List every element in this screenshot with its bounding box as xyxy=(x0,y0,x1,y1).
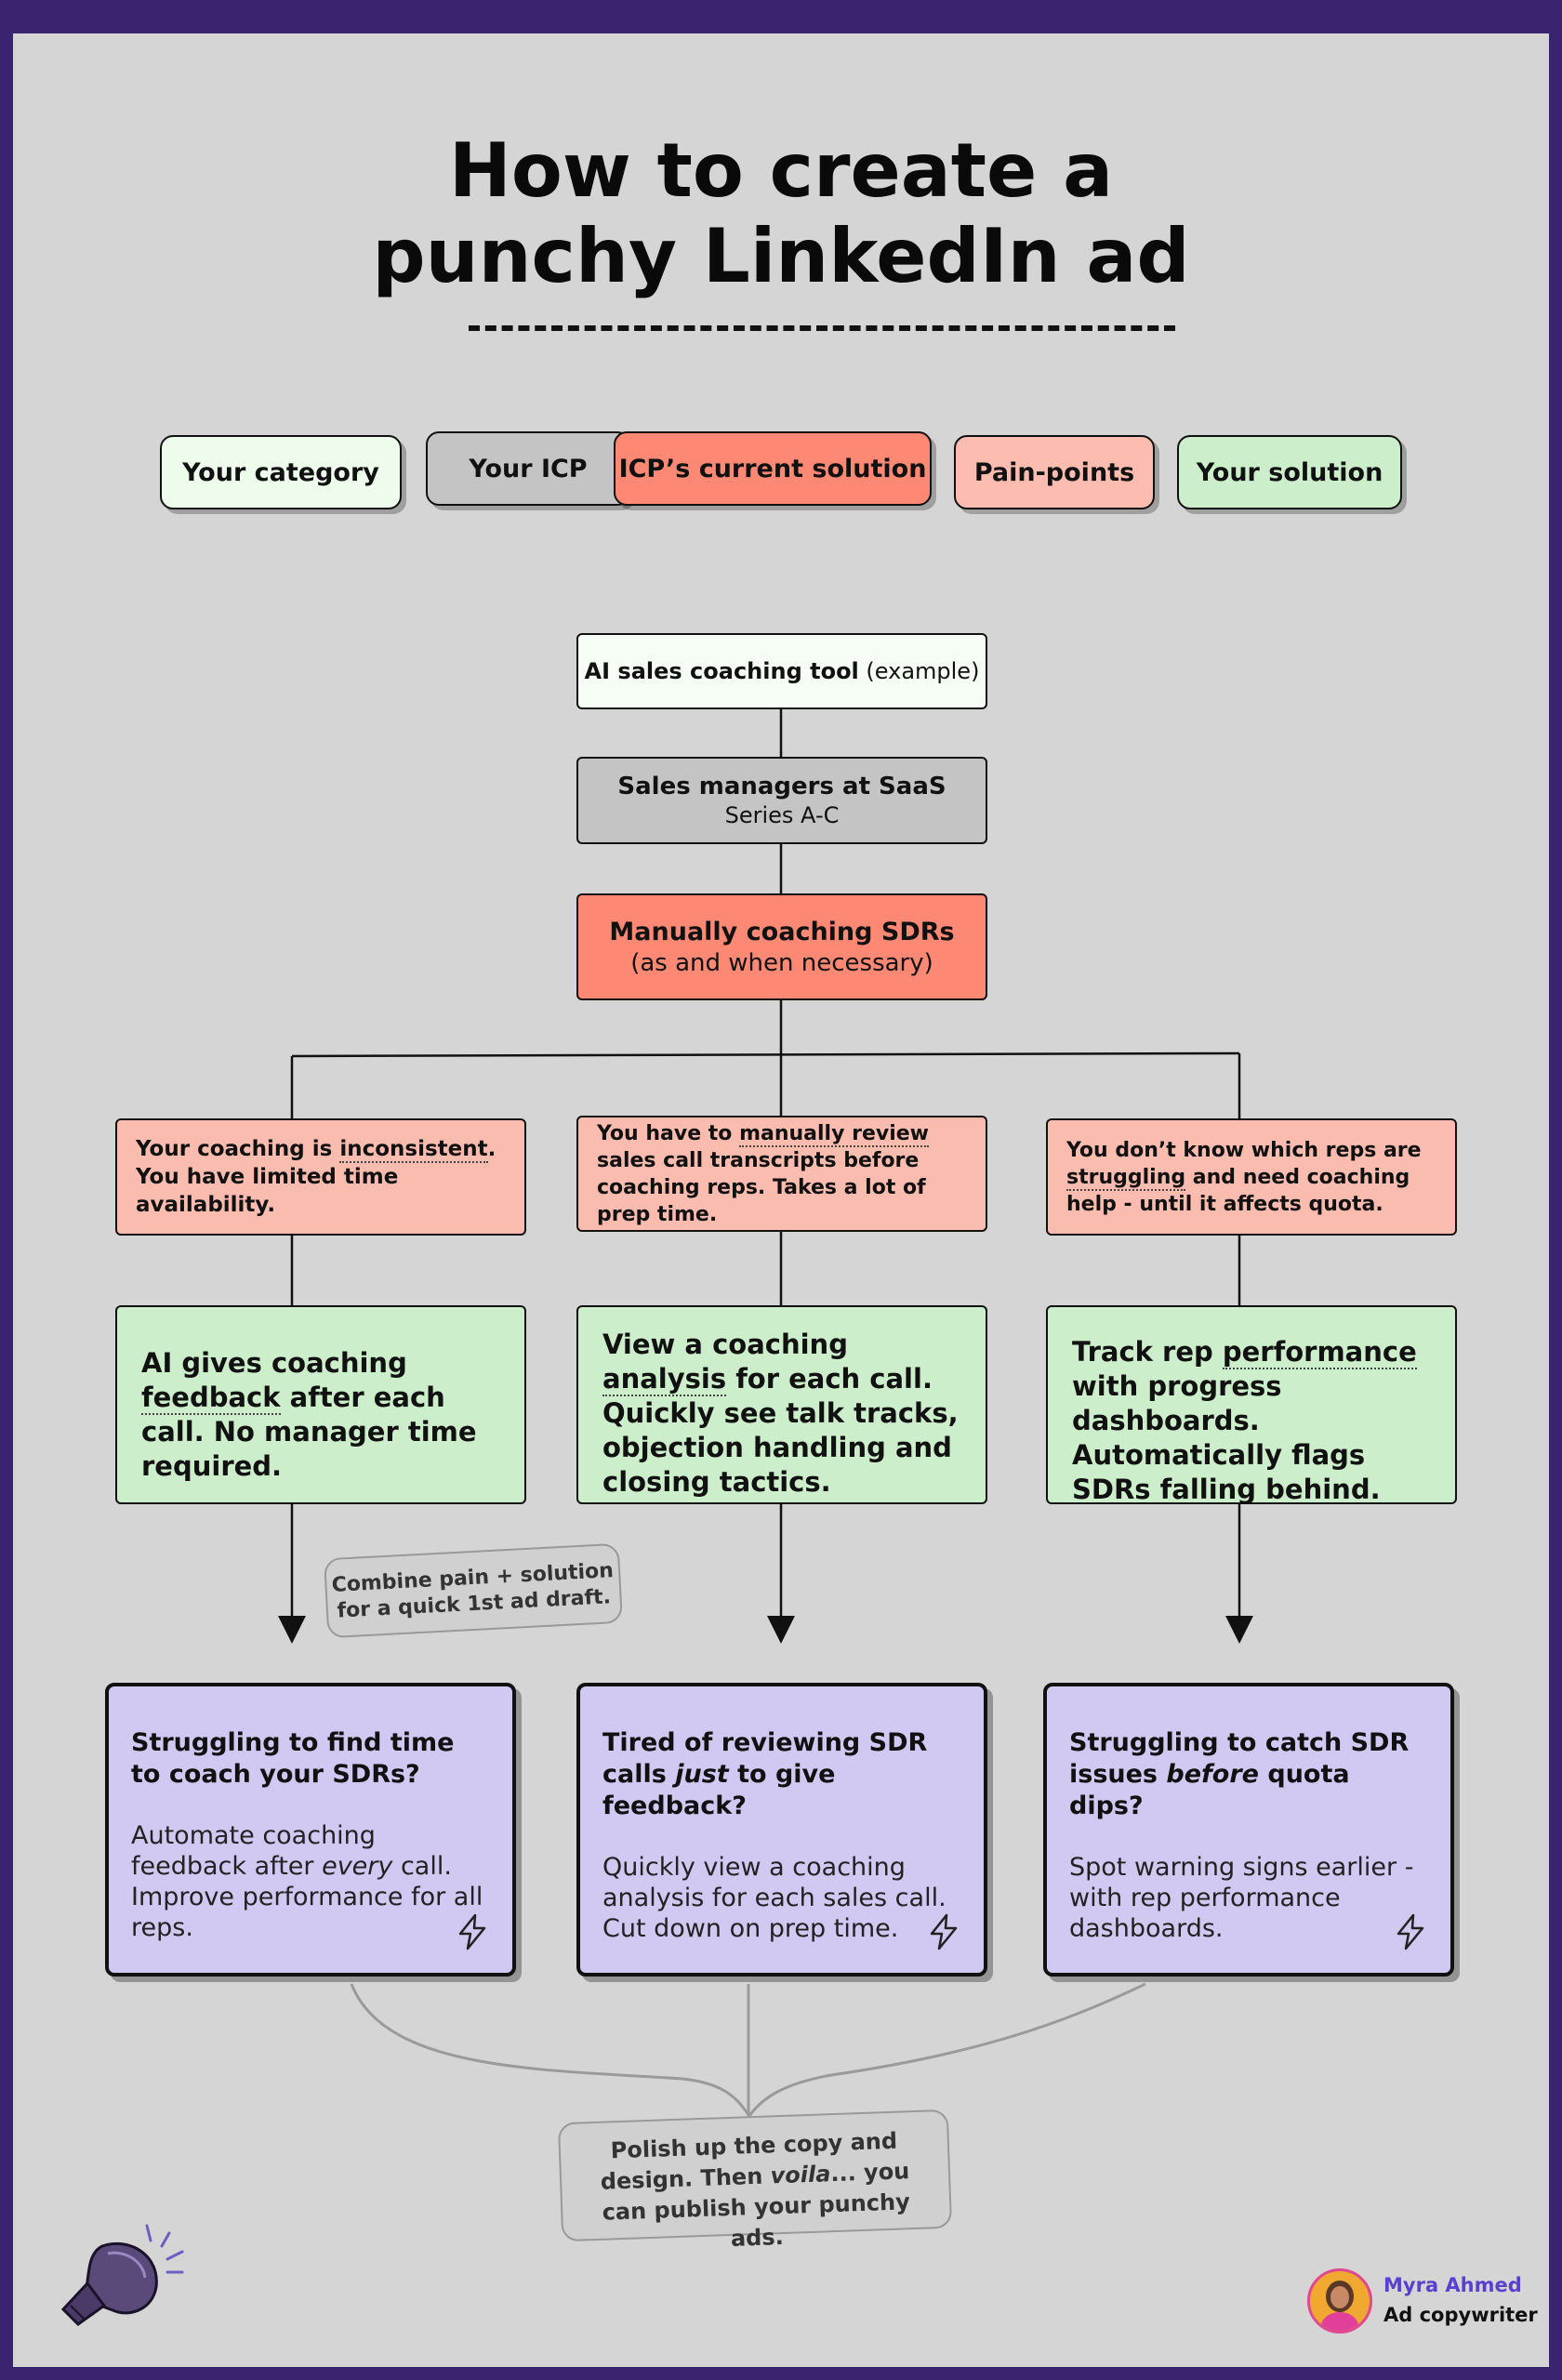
author-name: Myra Ahmed xyxy=(1383,2274,1522,2296)
legend-icp: Your ICP xyxy=(426,431,630,506)
connector-lines xyxy=(278,709,1253,2117)
lightning-bolt-icon xyxy=(930,1913,958,1950)
legend-category: Your category xyxy=(160,435,402,509)
ad-card-1: Struggling to find time to coach your SD… xyxy=(105,1683,516,1977)
boxing-glove-icon xyxy=(60,2224,184,2326)
ad-headline: Tired of reviewing SDR calls just to giv… xyxy=(602,1728,928,1820)
lightning-bolt-icon xyxy=(458,1913,486,1950)
final-note: Polish up the copy and design. Then voil… xyxy=(557,2109,953,2252)
legend-current-solution: ICP’s current solution xyxy=(614,431,932,506)
ad-body: Spot warning signs earlier - with rep pe… xyxy=(1069,1853,1414,1943)
icp-node: Sales managers at SaaS Series A-C xyxy=(576,757,987,844)
ad-card-2: Tired of reviewing SDR calls just to giv… xyxy=(576,1683,987,1977)
legend-solution: Your solution xyxy=(1177,435,1402,509)
solution-1: AI gives coaching feedback after each ca… xyxy=(115,1305,526,1504)
category-suffix: (example) xyxy=(858,658,980,684)
ad-card-3: Struggling to catch SDR issues before qu… xyxy=(1043,1683,1454,1977)
ad-headline: Struggling to catch SDR issues before qu… xyxy=(1069,1728,1410,1820)
solution-3: Track rep performance with progress dash… xyxy=(1046,1305,1457,1505)
ad-body: Automate coaching feedback after every c… xyxy=(131,1821,483,1942)
page-title-line1: How to create a xyxy=(448,127,1114,214)
author-role: Ad copywriter xyxy=(1383,2304,1538,2326)
ad-headline: Struggling to find time to coach your SD… xyxy=(131,1728,455,1789)
page-title-line2: punchy LinkedIn ad xyxy=(372,213,1190,299)
pain-point-2: You have to manually review sales call t… xyxy=(576,1116,987,1232)
title-underline xyxy=(469,325,1175,331)
category-name: AI sales coaching tool xyxy=(584,658,859,684)
avatar xyxy=(1307,2268,1372,2334)
category-node: AI sales coaching tool (example) xyxy=(576,633,987,709)
legend-pain-points: Pain-points xyxy=(954,435,1155,509)
legend: Your category Your ICP ICP’s current sol… xyxy=(13,430,1549,513)
combine-note: Combine pain + solution for a quick 1st … xyxy=(323,1542,624,1639)
icp-subtitle: Series A-C xyxy=(724,802,840,828)
pain-point-3: You don’t know which reps are struggling… xyxy=(1046,1118,1457,1236)
current-solution-subtitle: (as and when necessary) xyxy=(630,948,933,977)
infographic-canvas: How to create a punchy LinkedIn ad Your … xyxy=(13,33,1549,2367)
ad-body: Quickly view a coaching analysis for eac… xyxy=(602,1853,946,1943)
lightning-bolt-icon xyxy=(1397,1913,1424,1950)
solution-2: View a coaching analysis for each call. … xyxy=(576,1305,987,1504)
pain-point-1: Your coaching is inconsistent. You have … xyxy=(115,1118,526,1236)
current-solution-title: Manually coaching SDRs xyxy=(609,917,955,946)
merge-curves xyxy=(350,1982,1146,2117)
current-solution-node: Manually coaching SDRs (as and when nece… xyxy=(576,893,987,1000)
icp-title: Sales managers at SaaS xyxy=(617,773,946,800)
